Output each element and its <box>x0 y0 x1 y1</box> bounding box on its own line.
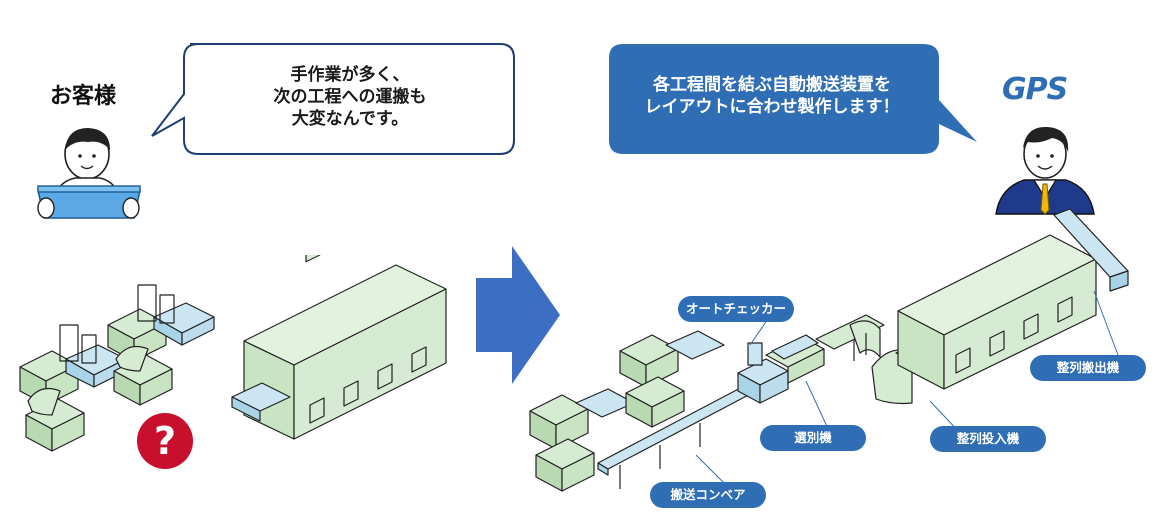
after-layout-illustration <box>529 208 1129 492</box>
customer-speech-line-2: 次の工程への運搬も <box>273 87 427 107</box>
callout-conveyor: 搬送コンベア <box>650 482 766 508</box>
question-mark-glyph: ? <box>153 419 177 463</box>
gps-staff-avatar <box>995 126 1095 215</box>
customer-speech-text: 手作業が多く、 次の工程への運搬も 大変なんです。 <box>195 64 505 130</box>
gps-speech-text: 各工程間を結ぶ自動搬送装置を レイアウトに合わせ製作します！ <box>612 74 932 118</box>
customer-speech-bubble <box>151 43 515 155</box>
customer-avatar <box>37 128 141 219</box>
sorter-machine <box>765 334 825 384</box>
callout-alignment-infeed: 整列投入機 <box>930 426 1046 452</box>
gps-speech-bubble <box>609 44 977 154</box>
transition-arrow <box>476 246 560 384</box>
callout-sorter: 選別機 <box>760 425 866 451</box>
customer-speech-line-1: 手作業が多く、 <box>290 65 410 85</box>
large-machine-before <box>231 255 447 440</box>
customer-speech-line-3: 大変なんです。 <box>291 109 409 129</box>
gps-logo: GPS <box>1002 72 1068 107</box>
auto-checker-machine <box>737 342 789 404</box>
large-machine-after <box>897 234 1097 390</box>
alignment-outfeed-machine <box>1053 208 1129 292</box>
gps-speech-line-2: レイアウトに合わせ製作します！ <box>644 97 900 117</box>
work-station-d <box>619 330 725 428</box>
question-mark-badge: ? <box>137 413 193 469</box>
callout-alignment-outfeed: 整列搬出機 <box>1030 355 1146 381</box>
work-station-c <box>529 388 635 492</box>
work-station-b <box>107 284 215 406</box>
elevated-conveyor <box>815 314 885 361</box>
before-layout-illustration <box>19 255 447 452</box>
callout-auto-checker: オートチェッカー <box>678 296 794 322</box>
work-station-a <box>19 324 127 452</box>
gps-speech-line-1: 各工程間を結ぶ自動搬送装置を <box>653 75 891 95</box>
customer-label: お客様 <box>50 84 117 109</box>
